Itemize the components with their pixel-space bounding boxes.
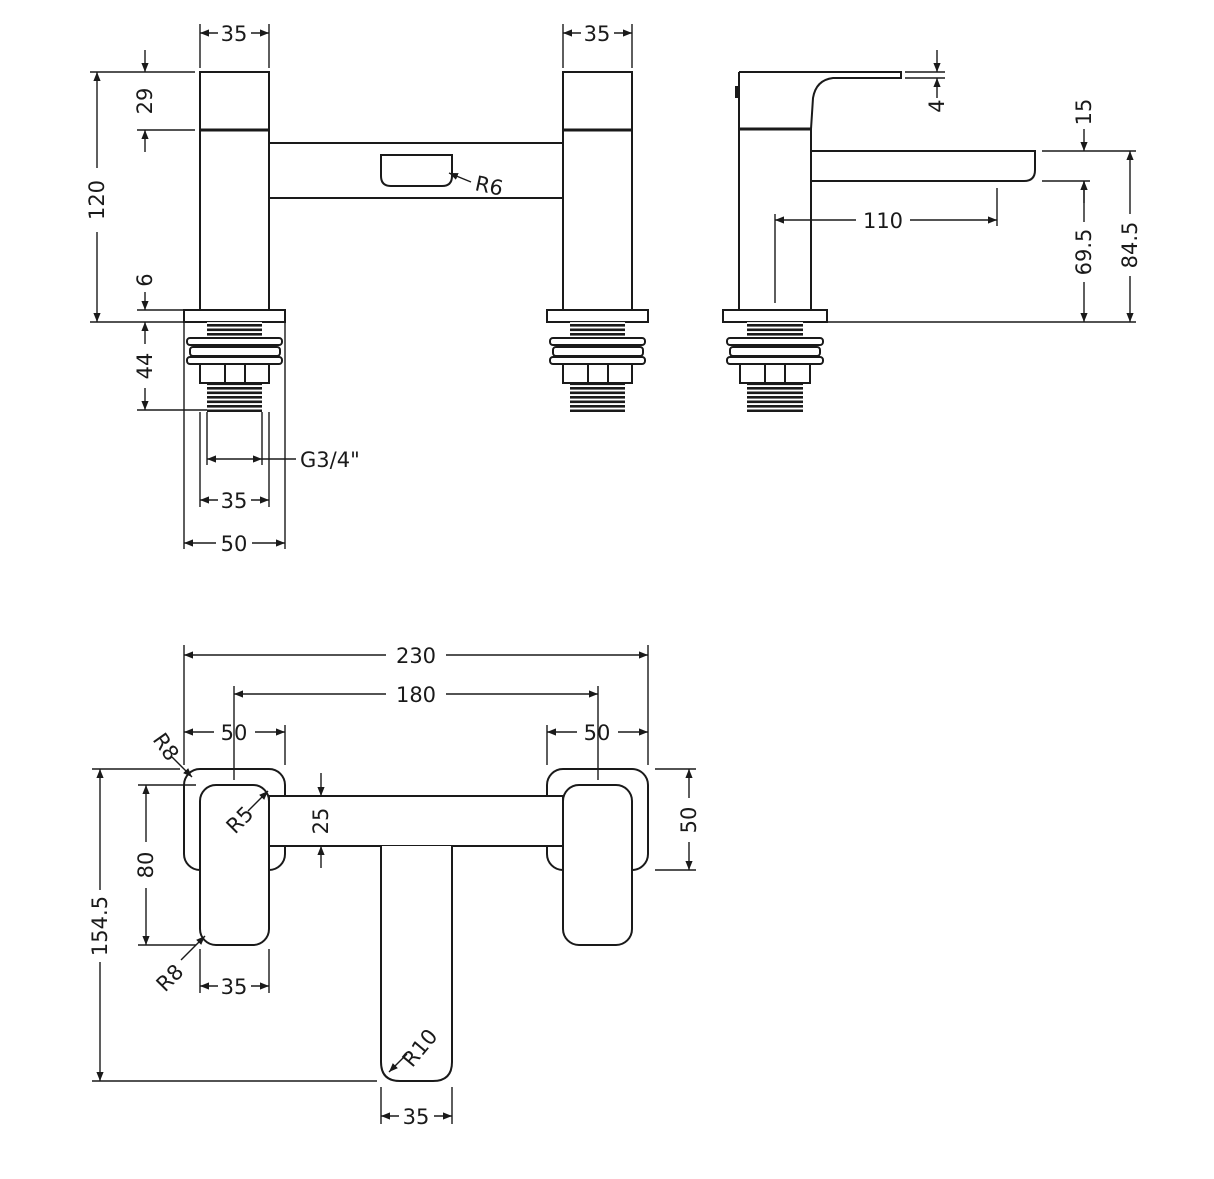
front-thread-size-label: G3/4" — [300, 448, 360, 472]
plan-spout-width-label: 35 — [403, 1105, 430, 1129]
front-base-thickness-label: 6 — [133, 273, 157, 286]
front-spout-outlet — [380, 154, 453, 187]
front-left-base — [183, 309, 286, 323]
plan-handle-radius-label: R8 — [152, 960, 189, 997]
side-spout-reach-label: 110 — [863, 209, 903, 233]
front-total-height-label: 120 — [85, 180, 109, 220]
side-total-height-label: 84.5 — [1118, 222, 1142, 269]
side-lever — [738, 71, 902, 130]
front-thread-length-label: 44 — [133, 353, 157, 380]
front-bottom-base-width-label: 50 — [221, 532, 248, 556]
plan-view: 230 180 50 50 R8 R5 25 50 — [88, 644, 701, 1129]
plan-handle-width-label: 35 — [221, 975, 248, 999]
plan-handle-length-label: 80 — [134, 852, 158, 879]
front-right-base — [546, 309, 649, 323]
side-base — [722, 309, 828, 323]
front-cap-height-label: 29 — [133, 88, 157, 115]
plan-right-handle — [562, 784, 633, 946]
front-right-pillar — [562, 71, 633, 311]
front-top-right-width-label: 35 — [584, 22, 611, 46]
plan-base-radius-top-label: R8 — [148, 729, 184, 766]
plan-spout — [380, 846, 453, 1082]
plan-right-base-width-label: 50 — [584, 721, 611, 745]
plan-bridge-depth-label: 25 — [309, 808, 333, 835]
plan-centres-label: 180 — [396, 683, 436, 707]
side-view: 4 15 110 69.5 84.5 — [722, 50, 1142, 412]
side-lever-gap-label: 4 — [925, 99, 949, 112]
plan-overall-depth-label: 154.5 — [88, 896, 112, 956]
front-view: 35 35 29 120 6 44 R6 G3/4" — [85, 22, 649, 556]
side-spout-height-label: 69.5 — [1072, 229, 1096, 276]
front-bottom-pillar-width-label: 35 — [221, 489, 248, 513]
plan-left-handle — [199, 784, 270, 946]
plan-overall-width-label: 230 — [396, 644, 436, 668]
front-left-pillar — [199, 71, 270, 311]
front-spout-radius-label: R6 — [473, 171, 505, 200]
front-top-left-width-label: 35 — [221, 22, 248, 46]
side-spout-thickness-label: 15 — [1072, 99, 1096, 126]
plan-left-base-width-label: 50 — [221, 721, 248, 745]
side-spout — [811, 150, 1036, 182]
plan-base-depth-label: 50 — [677, 807, 701, 834]
